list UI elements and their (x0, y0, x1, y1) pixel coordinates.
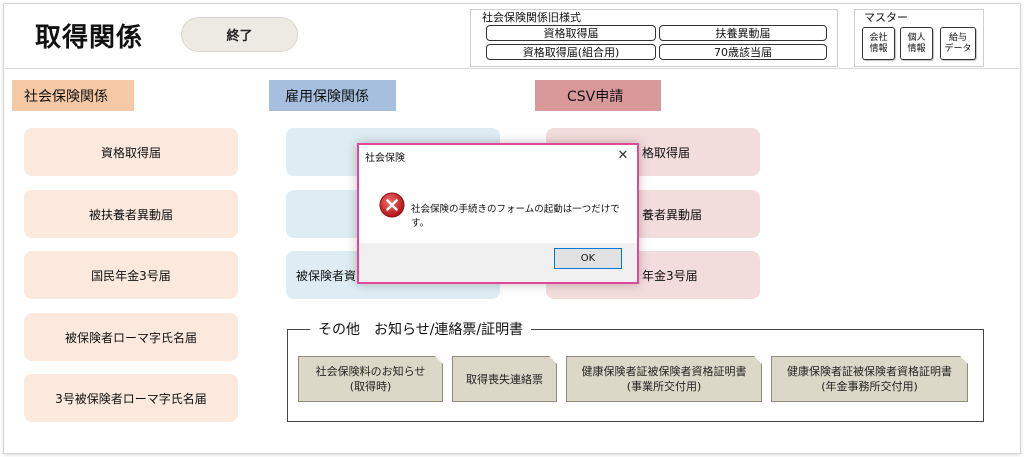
other-group (287, 329, 984, 422)
salary-data-label-1: 給与 (948, 32, 967, 43)
other-group-title: その他 お知らせ/連絡票/証明書 (310, 319, 532, 339)
company-info-label-2: 情報 (869, 43, 888, 54)
csv-application-header: CSV申請 (535, 80, 661, 111)
acquisition-loss-slip-label: 取得喪失連絡票 (466, 372, 543, 386)
error-icon (379, 192, 405, 218)
dialog-body (359, 167, 637, 243)
premium-notice-label-2: (取得時) (349, 380, 392, 393)
page-title: 取得関係 (35, 23, 144, 53)
dialog-ok-button[interactable]: OK (554, 248, 622, 269)
insured-cert-office-label-2: (事業所交付用) (626, 380, 702, 393)
dialog-titlebar[interactable]: 社会保険 (359, 145, 637, 167)
header-divider (5, 68, 1019, 69)
personal-info-label-1: 個人 (907, 32, 926, 43)
old-shikaku-shutoku-kumiai-button[interactable]: 資格取得届(組合用) (486, 44, 656, 60)
premium-notice-label-1: 社会保険料のお知らせ (315, 365, 426, 378)
personal-info-button[interactable]: 個人情報 (900, 27, 933, 60)
social-shikaku-shutoku-button[interactable]: 資格取得届 (24, 128, 238, 176)
social-3go-roman-name-button[interactable]: 3号被保険者ローマ字氏名届 (24, 374, 238, 422)
dialog-close-button[interactable]: ✕ (617, 147, 629, 163)
end-button[interactable]: 終了 (181, 17, 298, 52)
insured-cert-pension-label-1: 健康保険者証被保険者資格証明書 (787, 365, 952, 378)
master-group (854, 9, 984, 67)
old-forms-title: 社会保険関係旧様式 (482, 11, 581, 24)
company-info-button[interactable]: 会社情報 (862, 27, 895, 60)
old-forms-group (470, 9, 838, 67)
personal-info-label-2: 情報 (907, 43, 926, 54)
salary-data-button[interactable]: 給与データ (940, 27, 976, 60)
social-kokumin-nenkin-3go-button[interactable]: 国民年金3号届 (24, 251, 238, 299)
insured-cert-office-button[interactable]: 健康保険者証被保険者資格証明書 (事業所交付用) (566, 356, 762, 402)
company-info-label-1: 会社 (869, 32, 888, 43)
dialog-title: 社会保険 (365, 152, 405, 164)
acquisition-loss-slip-button[interactable]: 取得喪失連絡票 (452, 356, 557, 402)
master-title: マスター (864, 11, 908, 24)
social-insurance-header: 社会保険関係 (12, 80, 134, 111)
insured-cert-pension-button[interactable]: 健康保険者証被保険者資格証明書 (年金事務所交付用) (771, 356, 968, 402)
premium-notice-button[interactable]: 社会保険料のお知らせ (取得時) (298, 356, 443, 402)
old-shikaku-shutoku-button[interactable]: 資格取得届 (486, 25, 656, 41)
insured-cert-office-label-1: 健康保険者証被保険者資格証明書 (581, 365, 747, 378)
employment-insurance-header: 雇用保険関係 (269, 80, 396, 111)
message-dialog: 社会保険 ✕ 社会保険の手続きのフォームの起動は一つだけです。 OK (357, 143, 639, 284)
salary-data-label-2: データ (944, 43, 972, 54)
social-roman-name-button[interactable]: 被保険者ローマ字氏名届 (24, 313, 238, 361)
social-hifuyosha-ido-button[interactable]: 被扶養者異動届 (24, 190, 238, 238)
old-70sai-button[interactable]: 70歳該当届 (659, 44, 827, 60)
dialog-message: 社会保険の手続きのフォームの起動は一つだけです。 (411, 204, 620, 229)
old-fuyo-ido-button[interactable]: 扶養異動届 (659, 25, 827, 41)
insured-cert-pension-label-2: (年金事務所交付用) (821, 380, 918, 393)
